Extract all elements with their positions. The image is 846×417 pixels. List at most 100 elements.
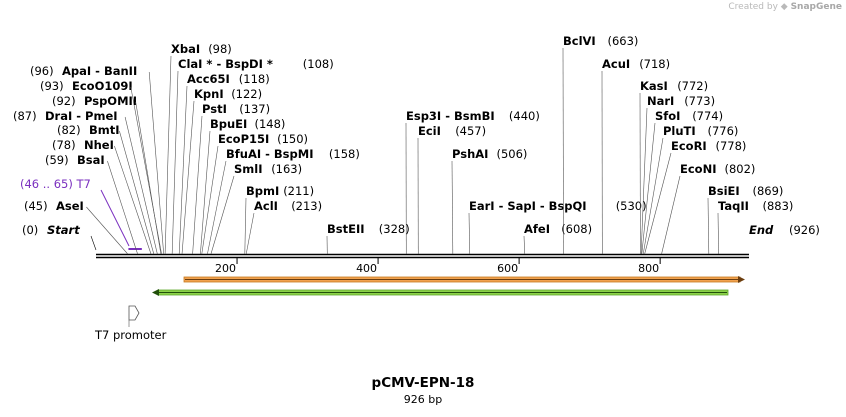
enzyme-site-position: (59) [45, 153, 69, 167]
enzyme-site-label: PstI [202, 102, 227, 116]
enzyme-leader-line [171, 70, 179, 255]
enzyme-site-label: EarI - SapI - BspQI [469, 199, 587, 213]
enzyme-site-position: (211) [283, 184, 314, 198]
enzyme-leader-line [192, 115, 203, 255]
enzyme-site-position: (883) [763, 199, 794, 213]
enzyme-site-position: (774) [692, 109, 723, 123]
enzyme-leader-line [178, 85, 188, 255]
enzyme-leader-line [640, 107, 648, 255]
enzyme-leader-line [523, 235, 526, 255]
enzyme-leader-line [210, 175, 235, 255]
enzyme-site-label: NarI [647, 94, 674, 108]
enzyme-site-position: (718) [639, 57, 670, 71]
enzyme-site-position: (96) [30, 64, 54, 78]
enzyme-site-position: (118) [239, 72, 270, 86]
enzyme-site-label: EcoRI [671, 139, 707, 153]
enzyme-site-label: ApaI - BanII [62, 64, 137, 78]
enzyme-leader-line [107, 160, 138, 255]
enzyme-leader-line [201, 145, 219, 255]
enzyme-site-label: BsiEI [708, 184, 740, 198]
enzyme-leader-line [200, 130, 211, 255]
enzyme-site-label: PspOMII [84, 94, 137, 108]
enzyme-leader-line [119, 130, 155, 255]
enzyme-site-position: (530) [616, 199, 647, 213]
promoter-label: T7 promoter [94, 328, 167, 342]
enzyme-site-position: (93) [40, 79, 64, 93]
map-title-block: pCMV-EPN-18 926 bp [0, 375, 846, 406]
enzyme-site-position: (137) [239, 102, 270, 116]
enzyme-site-position: (148) [255, 117, 286, 131]
enzyme-site-label: AcuI [602, 57, 630, 71]
enzyme-site-label: EciI [418, 124, 441, 138]
enzyme-site-position: (869) [753, 184, 784, 198]
enzyme-site-label: ClaI * - BspDI * [178, 57, 273, 71]
enzyme-site-label: EcoP15I [218, 132, 269, 146]
enzyme-site-position: (122) [231, 87, 262, 101]
start-label: Start [47, 223, 80, 237]
orange-feature-arrowhead [738, 276, 745, 283]
enzyme-leader-line [717, 212, 719, 255]
enzyme-site-label: SfoI [655, 109, 680, 123]
enzyme-site-position: (98) [208, 42, 232, 56]
enzyme-leader-line [86, 206, 128, 255]
enzyme-site-position: (163) [271, 162, 302, 176]
enzyme-leader-line [164, 55, 172, 255]
enzyme-leader-line [181, 100, 195, 255]
enzyme-site-label: PluTI [663, 124, 696, 138]
enzyme-leader-line [451, 160, 454, 255]
plasmid-name: pCMV-EPN-18 [371, 375, 475, 391]
enzyme-site-position: (608) [561, 222, 592, 236]
ruler-label: 400 [356, 262, 377, 275]
snapgene-logo-icon: ◆ [780, 2, 788, 12]
enzyme-site-label: Esp3I - BsmBI [406, 109, 495, 123]
enzyme-site-label: TaqII [718, 199, 749, 213]
enzyme-site-label: AfeI [524, 222, 550, 236]
enzyme-site-label: EcoNI [680, 162, 716, 176]
watermark-app: SnapGene [790, 2, 842, 12]
enzyme-site-position: (506) [497, 147, 528, 161]
plasmid-length: 926 bp [403, 393, 443, 406]
ruler-label: 600 [497, 262, 518, 275]
enzyme-site-label: BstEII [327, 222, 365, 236]
enzyme-site-label: KpnI [194, 87, 224, 101]
enzyme-leader-line [124, 116, 158, 255]
enzyme-leader-line [642, 137, 664, 255]
enzyme-site-label: AseI [56, 199, 84, 213]
enzyme-site-position: (663) [608, 34, 639, 48]
enzyme-site-position: (776) [708, 124, 739, 138]
enzyme-site-label: DraI - PmeI [45, 109, 118, 123]
enzyme-leader-line [135, 101, 162, 255]
enzyme-site-label: BpuEI [210, 117, 247, 131]
enzyme-site-position: (778) [716, 139, 747, 153]
enzyme-site-label: BsaI [77, 153, 105, 167]
enzyme-site-label: BmtI [89, 123, 120, 137]
enzyme-leader-line [641, 122, 656, 255]
enzyme-site-label: BfuAI - BspMI [226, 147, 313, 161]
watermark-text: Created by [728, 2, 778, 12]
enzyme-leader-line [562, 47, 564, 255]
primer-leader-line [100, 189, 130, 247]
green-feature-arrowhead [152, 289, 159, 296]
enzyme-site-label: AclI [254, 199, 278, 213]
enzyme-site-label: BclVI [563, 34, 596, 48]
enzyme-site-position: (92) [52, 94, 76, 108]
enzyme-site-position: (328) [379, 222, 410, 236]
enzyme-leader-line [114, 145, 152, 255]
enzyme-leader-line [661, 175, 681, 255]
enzyme-leader-line [148, 71, 164, 255]
enzyme-site-position: (213) [291, 199, 322, 213]
end-label: End [749, 223, 774, 237]
enzyme-site-label: Acc65I [187, 72, 230, 86]
ruler-label: 800 [638, 262, 659, 275]
enzyme-site-label: EcoO109I [72, 79, 133, 93]
enzyme-site-label: PshAI [452, 147, 488, 161]
enzyme-leader-line [244, 197, 247, 255]
ruler-label: 200 [215, 262, 236, 275]
enzyme-site-label: SmlI [234, 162, 263, 176]
enzyme-leader-line [644, 152, 672, 255]
enzyme-site-position: (78) [52, 138, 76, 152]
start-position: (0) [22, 223, 38, 237]
enzyme-site-position: (772) [677, 79, 708, 93]
start-leader-line [90, 235, 97, 251]
